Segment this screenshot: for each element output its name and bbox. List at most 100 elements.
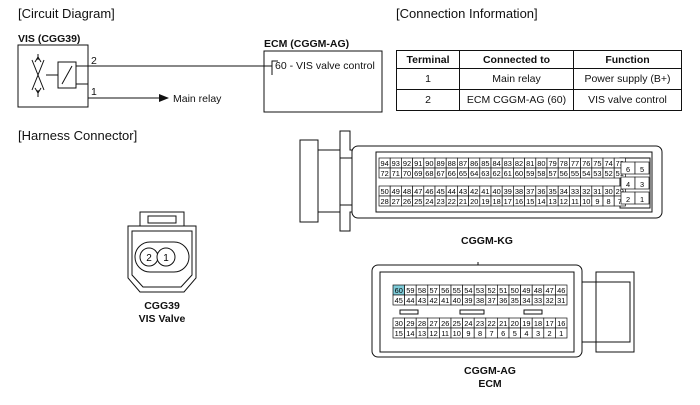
pin-label: 22 xyxy=(487,319,495,328)
pin-label: 39 xyxy=(464,296,472,305)
pin-label: 26 xyxy=(403,197,411,206)
pin-label: 62 xyxy=(492,169,500,178)
pin-label: 74 xyxy=(604,159,612,168)
pin-label: 37 xyxy=(487,296,495,305)
pin-label: 89 xyxy=(436,159,444,168)
pin-label: 4 xyxy=(524,329,528,338)
pin-label: 2 xyxy=(548,329,552,338)
pin-label: 8 xyxy=(607,197,611,206)
pin-label: 65 xyxy=(459,169,467,178)
pin-label: 87 xyxy=(459,159,467,168)
pin-label: 37 xyxy=(526,187,534,196)
pin-label: 31 xyxy=(593,187,601,196)
pin-label: 39 xyxy=(504,187,512,196)
pin-label: 15 xyxy=(395,329,403,338)
pin-label: 15 xyxy=(526,197,534,206)
cggm-kg-name: CGGM-KG xyxy=(461,235,513,247)
pin-label: 17 xyxy=(504,197,512,206)
pin-cell xyxy=(555,294,568,306)
pin-label: 69 xyxy=(414,169,422,178)
pin-label: 88 xyxy=(448,159,456,168)
pin-label: 81 xyxy=(526,159,534,168)
pin-label: 56 xyxy=(560,169,568,178)
pin-label: 40 xyxy=(453,296,461,305)
pin-label: 72 xyxy=(380,169,388,178)
pin-label: 77 xyxy=(571,159,579,168)
pin-label: 86 xyxy=(470,159,478,168)
vis-solenoid-symbol xyxy=(17,44,89,108)
pin-label: 5 xyxy=(640,165,644,174)
pin-label: 92 xyxy=(403,159,411,168)
pin-label: 79 xyxy=(548,159,556,168)
table-cell: Power supply (B+) xyxy=(573,68,682,90)
pin-label: 10 xyxy=(582,197,590,206)
pin-label: 53 xyxy=(593,169,601,178)
pin-label: 19 xyxy=(522,319,530,328)
pin-label: 11 xyxy=(571,197,579,206)
pin-label: 58 xyxy=(418,286,426,295)
pin-label: 27 xyxy=(392,197,400,206)
pin-label: 80 xyxy=(537,159,545,168)
pin-label: 18 xyxy=(492,197,500,206)
ecm-box xyxy=(263,50,383,113)
header-function: Function xyxy=(573,50,682,69)
circuit-diagram-heading: [Circuit Diagram] xyxy=(18,6,115,21)
pin-label: 84 xyxy=(492,159,500,168)
pin-label: 4 xyxy=(626,180,630,189)
pin-label: 73 xyxy=(616,159,624,168)
pin-label: 44 xyxy=(406,296,414,305)
pin-label: 57 xyxy=(548,169,556,178)
pin-label: 48 xyxy=(403,187,411,196)
pin-label: 3 xyxy=(640,180,644,189)
pin-label: 40 xyxy=(492,187,500,196)
pin-label: 34 xyxy=(522,296,530,305)
pin-label: 49 xyxy=(522,286,530,295)
pin-label: 44 xyxy=(448,187,456,196)
pin-label: 46 xyxy=(425,187,433,196)
pin-label: 56 xyxy=(441,286,449,295)
pin-cell xyxy=(634,176,650,190)
pin-label: 9 xyxy=(595,197,599,206)
cgg39-pin-2: 2 xyxy=(146,253,152,264)
pin-label: 42 xyxy=(470,187,478,196)
pin-label: 16 xyxy=(557,319,565,328)
pin-label: 61 xyxy=(504,169,512,178)
pin-label: 38 xyxy=(515,187,523,196)
pin-label: 19 xyxy=(481,197,489,206)
pin-label: 1 xyxy=(640,195,644,204)
pin-label: 52 xyxy=(487,286,495,295)
pin-label: 55 xyxy=(571,169,579,178)
pin-label: 48 xyxy=(534,286,542,295)
pin-1-label: 1 xyxy=(91,86,97,98)
pin-label: 10 xyxy=(453,329,461,338)
pin-label: 43 xyxy=(418,296,426,305)
main-relay-label: Main relay xyxy=(173,93,222,105)
pin-label: 27 xyxy=(429,319,437,328)
pin-label: 41 xyxy=(481,187,489,196)
pin-label: 51 xyxy=(499,286,507,295)
pin-cell xyxy=(555,327,568,339)
pin-label: 82 xyxy=(515,159,523,168)
pin-label: 60 xyxy=(515,169,523,178)
pin-label: 36 xyxy=(499,296,507,305)
pin-label: 90 xyxy=(425,159,433,168)
pin-label: 9 xyxy=(466,329,470,338)
connection-table: Terminal Connected to Function 1 Main re… xyxy=(396,50,682,111)
pin-label: 67 xyxy=(436,169,444,178)
pin-label: 46 xyxy=(557,286,565,295)
pin-label: 14 xyxy=(406,329,414,338)
pin-cell xyxy=(634,191,650,205)
pin-label: 33 xyxy=(534,296,542,305)
pin-label: 11 xyxy=(441,329,449,338)
ecm-pin-60-label: 60 - VIS valve control xyxy=(275,60,375,72)
pin-label: 28 xyxy=(380,197,388,206)
pin-label: 50 xyxy=(511,286,519,295)
pin-label: 53 xyxy=(476,286,484,295)
pin-label: 12 xyxy=(429,329,437,338)
harness-connector-heading: [Harness Connector] xyxy=(18,128,138,143)
pin-label: 43 xyxy=(459,187,467,196)
connection-info-heading: [Connection Information] xyxy=(396,6,538,21)
pin-label: 22 xyxy=(448,197,456,206)
pin-label: 64 xyxy=(470,169,478,178)
